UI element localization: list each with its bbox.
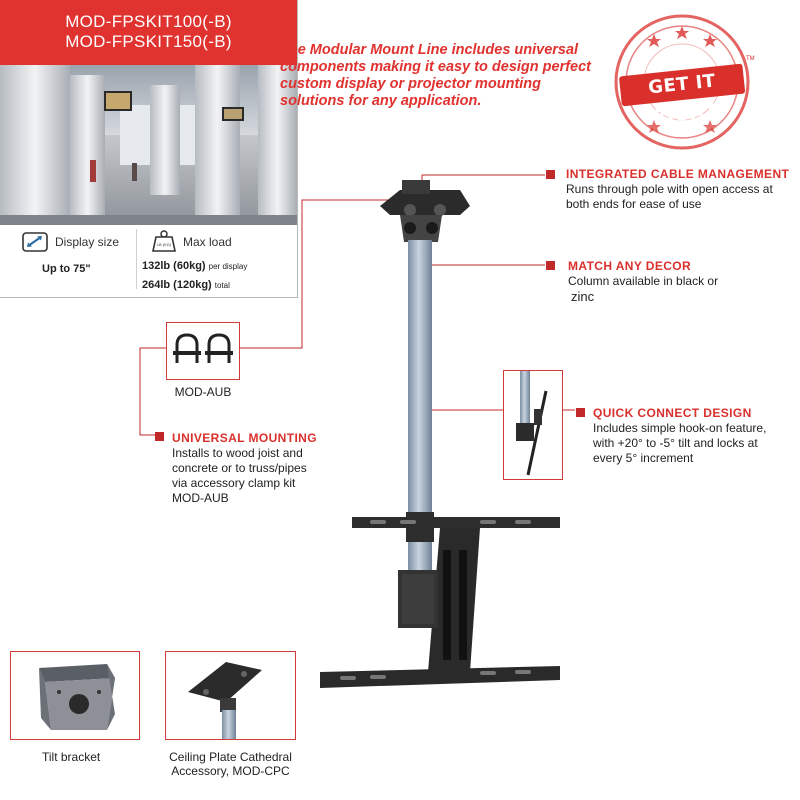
display-size-value: Up to 75"	[42, 263, 91, 275]
model-header: MOD-FPSKIT100(-B) MOD-FPSKIT150(-B)	[0, 0, 297, 65]
quick-bullet	[576, 408, 585, 417]
quick-connect-inset	[503, 370, 563, 480]
tilt-bracket-caption: Tilt bracket	[42, 750, 101, 764]
cable-description: Runs through pole with open access at bo…	[566, 182, 773, 211]
quick-title: QUICK CONNECT DESIGN	[593, 406, 752, 420]
weight-icon	[152, 230, 176, 252]
model-number-1: MOD-FPSKIT100(-B)	[65, 12, 232, 31]
load-total: 264lb (120kg) total	[142, 279, 230, 291]
max-load-label: Max load	[183, 235, 232, 249]
decor-title: MATCH ANY DECOR	[568, 259, 692, 273]
get-it-right-stamp: GET IT RIGHT TM	[612, 12, 755, 152]
weight-icon-text: LB (KG)	[156, 242, 172, 247]
cable-title: INTEGRATED CABLE MANAGEMENT	[566, 167, 790, 181]
intro-text: The Modular Mount Line includes universa…	[280, 42, 592, 109]
universal-title: UNIVERSAL MOUNTING	[172, 431, 317, 445]
model-number-2: MOD-FPSKIT150(-B)	[65, 32, 232, 51]
decor-bullet	[546, 261, 555, 270]
trademark: TM	[746, 56, 755, 62]
decor-description: Column available in black or zinc	[568, 274, 719, 304]
spec-divider	[136, 229, 137, 289]
airport-photo	[0, 65, 297, 225]
display-size-icon	[22, 232, 48, 252]
ceiling-mount-illustration	[320, 180, 560, 688]
tilt-bracket-inset	[10, 651, 140, 740]
mod-aub-caption: MOD-AUB	[174, 385, 232, 399]
spec-panel: Display size Up to 75" LB (KG) Max load …	[0, 225, 297, 298]
mod-aub-inset	[166, 322, 240, 380]
ceiling-plate-cathedral-caption: Ceiling Plate Cathedral Accessory, MOD-C…	[169, 750, 292, 778]
load-per-display: 132lb (60kg) per display	[142, 260, 248, 272]
product-card: MOD-FPSKIT100(-B) MOD-FPSKIT150(-B)	[0, 0, 298, 298]
quick-description: Includes simple hook-on feature, with +2…	[593, 421, 767, 465]
ceiling-plate-cathedral-inset	[165, 651, 296, 740]
display-size-label: Display size	[55, 235, 120, 249]
cable-bullet	[546, 170, 555, 179]
universal-description: Installs to wood joist and concrete or t…	[172, 446, 307, 505]
universal-bullet	[155, 432, 164, 441]
